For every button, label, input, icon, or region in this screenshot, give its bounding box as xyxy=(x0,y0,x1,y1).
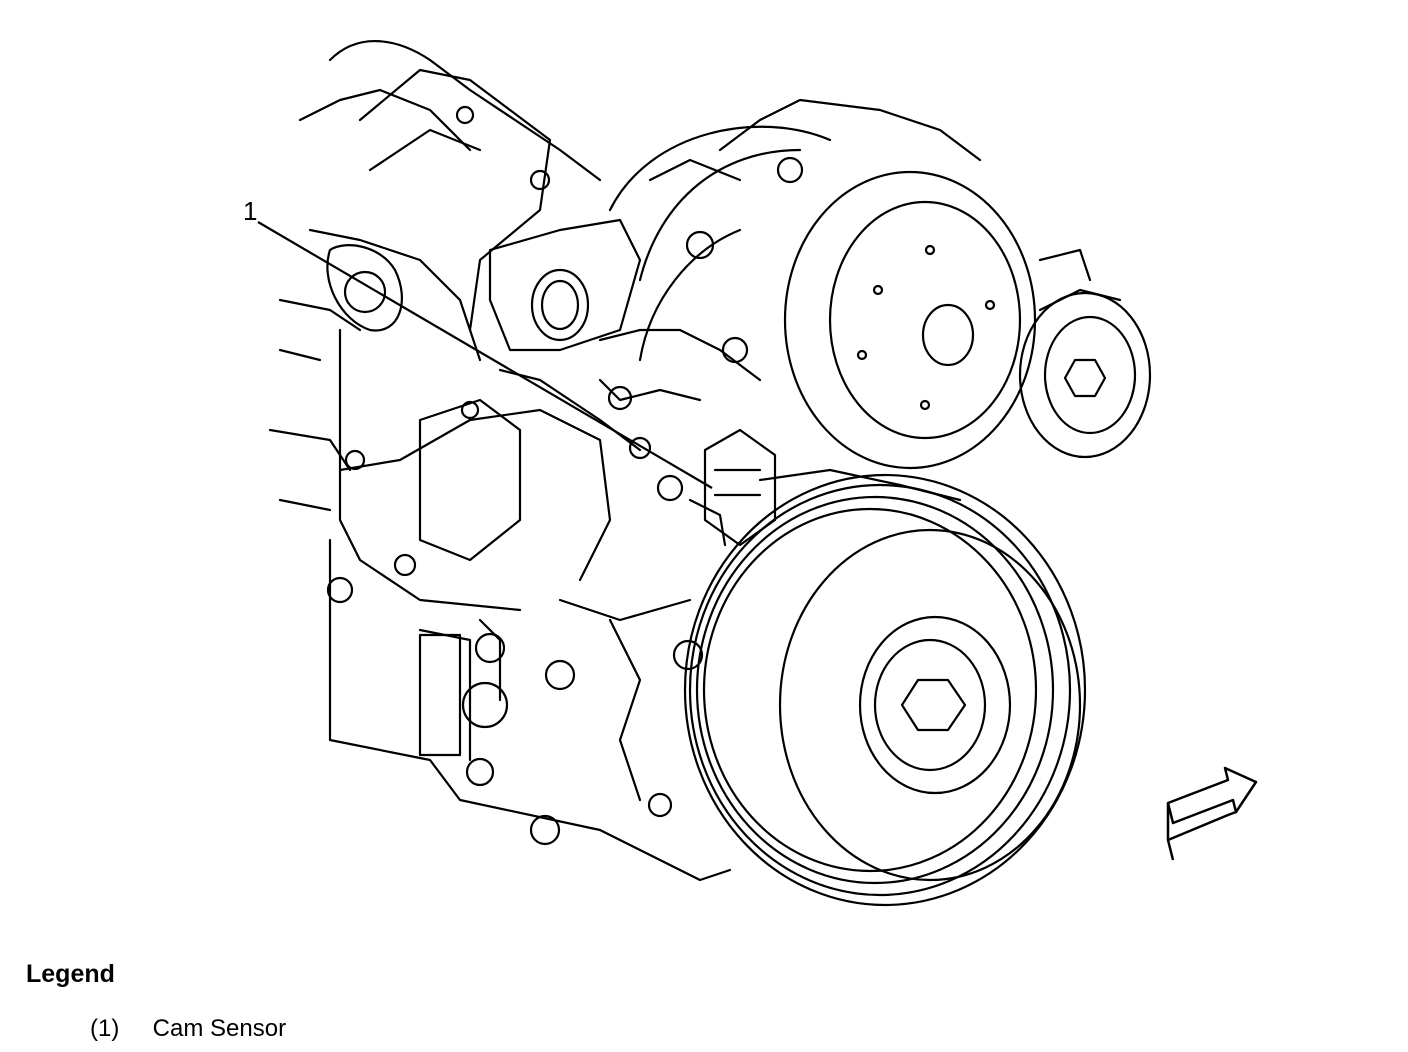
engine-block xyxy=(268,39,732,882)
legend-item-number: (1) xyxy=(90,1015,120,1042)
alternator xyxy=(598,98,982,411)
legend-item-label: Cam Sensor xyxy=(152,1015,287,1042)
mounting-bolts xyxy=(461,632,704,846)
legend-item: (1) Cam Sensor xyxy=(90,1015,286,1043)
crankshaft-pulley xyxy=(683,468,1087,907)
legend: Legend (1) Cam Sensor xyxy=(26,960,286,1042)
engine-diagram xyxy=(257,39,1258,907)
tensioner-pulley xyxy=(1018,248,1152,459)
forward-arrow-icon xyxy=(1166,766,1258,861)
callout-leader-line xyxy=(257,221,713,489)
legend-title: Legend xyxy=(26,960,115,988)
alternator-pulley xyxy=(783,170,1037,470)
water-outlet xyxy=(488,218,642,352)
callout-number-1: 1 xyxy=(243,196,258,226)
